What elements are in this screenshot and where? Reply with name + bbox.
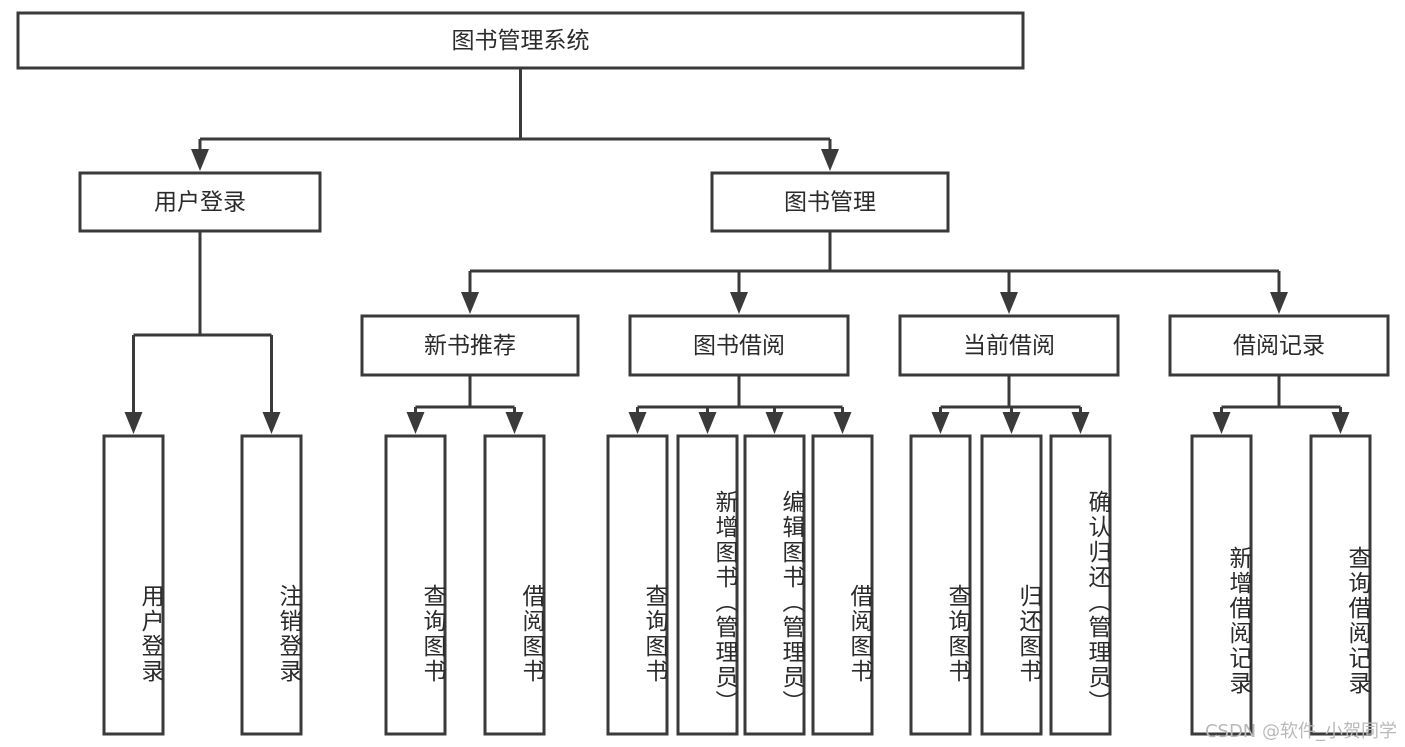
node-label-book-management: 图书管理 — [784, 190, 876, 216]
node-box-leaf-query-book-recommend[interactable] — [384, 434, 447, 736]
node-label-book-borrow: 图书借阅 — [693, 333, 785, 359]
node-leaf-edit-book-admin[interactable] — [743, 434, 806, 736]
node-box-book-borrow[interactable] — [628, 314, 850, 377]
node-borrow-record[interactable] — [1168, 314, 1390, 377]
node-box-leaf-user-login[interactable] — [102, 434, 165, 736]
node-box-leaf-borrow-book-recommend[interactable] — [483, 434, 546, 736]
arrow-head-icon — [1212, 412, 1231, 434]
node-leaf-user-login[interactable] — [102, 434, 165, 736]
node-book-borrow[interactable] — [628, 314, 850, 377]
arrow-head-icon — [1000, 292, 1018, 314]
arrow-head-icon — [628, 412, 647, 434]
arrow-head-icon — [698, 412, 717, 434]
arrow-head-icon — [1270, 292, 1288, 314]
node-current-borrow[interactable] — [898, 314, 1120, 377]
arrow-head-icon — [1071, 412, 1090, 434]
node-leaf-logout-login[interactable] — [240, 434, 303, 736]
node-box-borrow-record[interactable] — [1168, 314, 1390, 377]
arrow-head-icon — [765, 412, 784, 434]
node-leaf-borrow-book-recommend[interactable] — [483, 434, 546, 736]
arrow-head-icon — [1331, 412, 1350, 434]
arrow-head-icon — [931, 412, 950, 434]
node-label-current-borrow: 当前借阅 — [963, 333, 1055, 359]
arrow-head-icon — [191, 149, 209, 171]
node-label-user-login: 用户登录 — [154, 190, 246, 216]
node-label-root: 图书管理系统 — [452, 28, 590, 54]
arrow-head-icon — [505, 412, 524, 434]
arrow-head-icon — [262, 412, 281, 434]
node-box-root[interactable] — [16, 11, 1025, 70]
node-box-leaf-logout-login[interactable] — [240, 434, 303, 736]
node-label-new-book-recommend: 新书推荐 — [424, 333, 516, 359]
node-box-leaf-query-book-borrow[interactable] — [606, 434, 669, 736]
node-box-leaf-add-borrow-record[interactable] — [1190, 434, 1253, 736]
node-leaf-borrow-book[interactable] — [811, 434, 874, 736]
node-box-leaf-edit-book-admin[interactable] — [743, 434, 806, 736]
node-box-leaf-add-book-admin[interactable] — [676, 434, 739, 736]
node-leaf-return-book[interactable] — [980, 434, 1043, 736]
node-box-user-login[interactable] — [78, 171, 322, 233]
arrow-head-icon — [124, 412, 143, 434]
node-leaf-query-borrow-record[interactable] — [1309, 434, 1372, 736]
node-box-leaf-query-book-current[interactable] — [909, 434, 972, 736]
node-box-leaf-query-borrow-record[interactable] — [1309, 434, 1372, 736]
csdn-watermark: CSDN @软件_小贺同学 — [1204, 721, 1397, 742]
node-box-leaf-return-book[interactable] — [980, 434, 1043, 736]
node-root[interactable] — [16, 11, 1025, 70]
node-user-login[interactable] — [78, 171, 322, 233]
node-leaf-query-book-current[interactable] — [909, 434, 972, 736]
node-leaf-add-book-admin[interactable] — [676, 434, 739, 736]
node-label-borrow-record: 借阅记录 — [1233, 333, 1325, 359]
node-leaf-query-book-recommend[interactable] — [384, 434, 447, 736]
node-box-new-book-recommend[interactable] — [360, 314, 580, 377]
arrow-head-icon — [461, 292, 479, 314]
arrow-head-icon — [821, 149, 839, 171]
node-box-leaf-confirm-return-admin[interactable] — [1049, 434, 1112, 736]
node-box-leaf-borrow-book[interactable] — [811, 434, 874, 736]
node-leaf-query-book-borrow[interactable] — [606, 434, 669, 736]
arrow-head-icon — [1002, 412, 1021, 434]
node-book-management[interactable] — [710, 171, 950, 233]
node-leaf-add-borrow-record[interactable] — [1190, 434, 1253, 736]
node-box-book-management[interactable] — [710, 171, 950, 233]
arrow-head-icon — [406, 412, 425, 434]
node-new-book-recommend[interactable] — [360, 314, 580, 377]
node-leaf-confirm-return-admin[interactable] — [1049, 434, 1112, 736]
arrow-head-icon — [833, 412, 852, 434]
arrow-head-icon — [730, 292, 748, 314]
node-box-current-borrow[interactable] — [898, 314, 1120, 377]
